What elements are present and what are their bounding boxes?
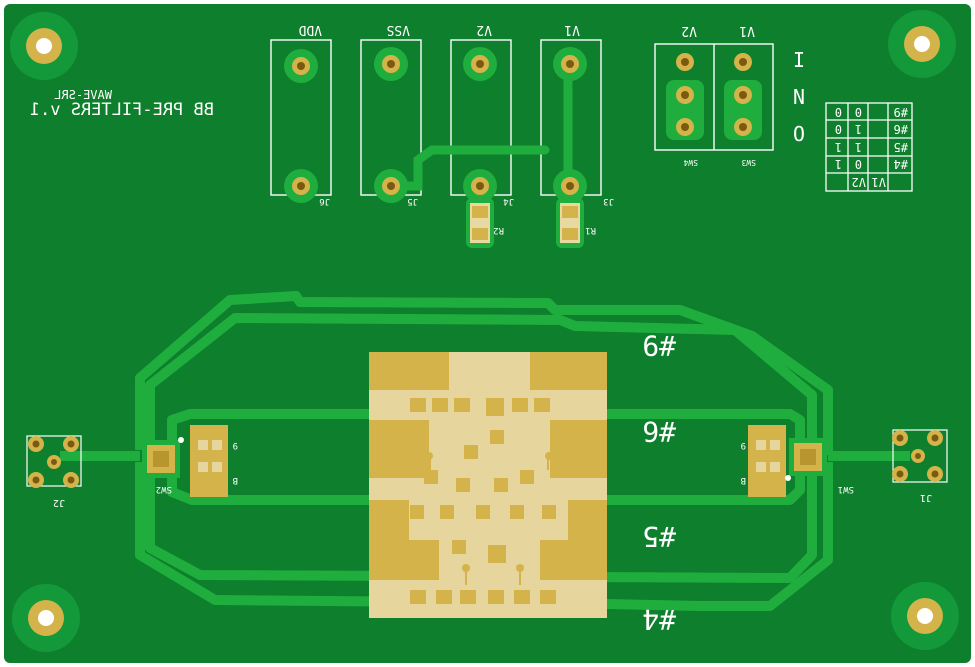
sma-connector-j1: J1	[892, 429, 948, 503]
designator-r2: R2	[493, 225, 504, 235]
io-label-n: N	[793, 84, 805, 108]
switch-sw2: SW2	[142, 425, 228, 497]
board-title: BB PRE-FILTERS v.1	[30, 100, 214, 120]
supply-label-v2: V2	[476, 22, 492, 37]
side-labels: 9 B 9 B	[233, 440, 746, 485]
tt-header-v2: V2	[852, 175, 866, 189]
designator-sw2: SW2	[156, 484, 172, 494]
io-label-o: O	[793, 121, 805, 145]
tt-r3-c2: #4	[894, 157, 908, 171]
switch-header-block: V2 V1 SW4 SW3	[654, 23, 774, 167]
sma-connector-j2: J2	[26, 435, 82, 508]
switch-sw1: SW1	[748, 425, 854, 497]
sw-header-v2: V2	[681, 23, 697, 38]
tt-r2-c2: #5	[894, 140, 908, 154]
tt-r3-c1: 1	[835, 157, 842, 171]
board-maker: WAVE-SRL	[54, 88, 112, 102]
tt-header-v1: V1	[872, 175, 886, 189]
tt-r2-c1: 1	[835, 140, 842, 154]
io-labels: I N O	[793, 47, 805, 145]
tt-r0-c1: 0	[835, 105, 842, 119]
tt-r1-c2: #6	[894, 122, 908, 136]
tt-r2-c0: 1	[855, 140, 862, 154]
connector-designators: J6 J5 J4 J3 R2 R1	[319, 196, 614, 235]
designator-r1: R1	[585, 225, 596, 235]
supply-pads	[284, 47, 587, 203]
io-label-i: I	[793, 47, 805, 71]
side-label-right-9: 9	[741, 440, 746, 450]
tt-r3-c0: 0	[855, 157, 862, 171]
filter-label-4: #4	[642, 603, 676, 636]
side-label-right-b: B	[741, 475, 746, 485]
tt-r0-c0: 0	[855, 105, 862, 119]
designator-j1: J1	[920, 492, 932, 503]
designator-j2: J2	[53, 497, 65, 508]
supply-label-v1: V1	[564, 22, 580, 37]
supply-labels: VDD VSS V2 V1	[298, 22, 580, 37]
filter-label-9: #9	[642, 329, 676, 362]
filter-labels: #9 #6 #5 #4	[642, 329, 676, 636]
side-label-left-9: 9	[233, 440, 238, 450]
designator-j5: J5	[407, 196, 418, 206]
filter-label-6: #6	[642, 415, 676, 448]
supply-label-vss: VSS	[387, 22, 410, 37]
mounting-holes	[10, 10, 959, 652]
designator-sw3: SW3	[741, 158, 756, 167]
resistor-footprints	[466, 198, 584, 248]
designator-j4: J4	[503, 196, 514, 206]
designator-sw4: SW4	[683, 158, 698, 167]
supply-label-vdd: VDD	[298, 22, 322, 37]
tt-r0-c2: #9	[894, 105, 908, 119]
board-title-silk: BB PRE-FILTERS v.1 WAVE-SRL	[30, 88, 214, 120]
filter-gold-area	[369, 352, 607, 618]
truth-table-cells: V1 V2 0 0 #9 1 0 #6 1 1 #5 0 1 #4	[835, 105, 908, 189]
designator-sw1: SW1	[838, 484, 854, 494]
tt-r1-c1: 0	[835, 122, 842, 136]
side-label-left-b: B	[233, 475, 238, 485]
designator-j3: J3	[603, 196, 614, 206]
filter-label-5: #5	[642, 520, 676, 553]
designator-j6: J6	[319, 196, 330, 206]
sw-header-v1: V1	[739, 23, 755, 38]
truth-table	[825, 102, 913, 192]
tt-r1-c0: 1	[855, 122, 862, 136]
